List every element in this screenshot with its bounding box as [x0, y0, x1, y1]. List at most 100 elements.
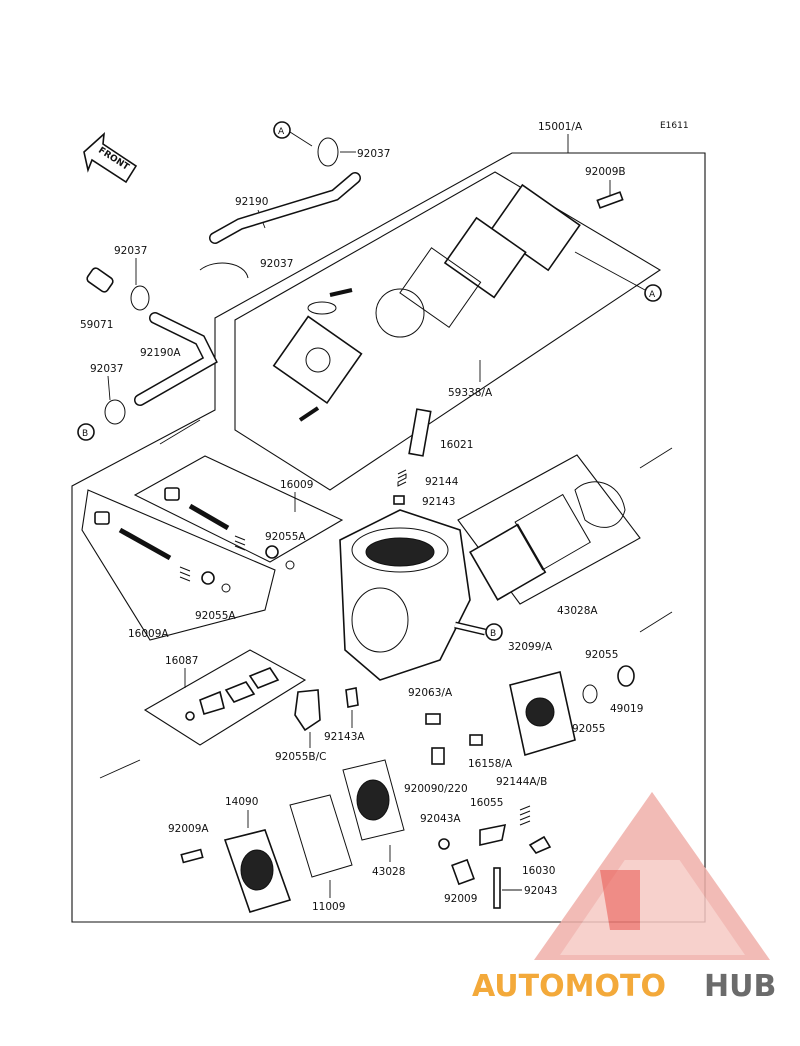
label-92055BC: 92055B/C — [275, 751, 326, 763]
label-59338A: 59338/A — [448, 387, 493, 399]
spring-92144AB — [519, 805, 531, 826]
oring-16009 — [265, 545, 279, 559]
screw-92063A — [425, 713, 441, 725]
label-11009: 11009 — [312, 901, 345, 913]
label-92144AB: 92144A/B — [496, 776, 547, 788]
label-16021: 16021 — [440, 439, 473, 451]
label-920090220: 920090/220 — [404, 783, 468, 795]
diaphragm-43028 — [342, 759, 405, 841]
diaphragm-center — [356, 779, 390, 821]
bracket-92055BC — [294, 689, 321, 732]
clamp-92037-top — [317, 137, 339, 167]
label-16158A: 16158/A — [468, 758, 513, 770]
label-14090: 14090 — [225, 796, 258, 808]
diagram-code: E1611 — [660, 121, 689, 131]
label-92063A: 92063/A — [408, 687, 453, 699]
pin-92143 — [393, 495, 405, 505]
pin-92043 — [493, 867, 501, 909]
spring-16009 — [234, 535, 246, 551]
top-cover-frame — [234, 171, 662, 491]
front-arrow-icon: FRONT — [83, 132, 138, 184]
needle-16009A — [118, 527, 172, 561]
callout-a-right — [644, 284, 662, 302]
watermark-logo — [534, 792, 770, 960]
screw-920090 — [431, 747, 445, 765]
label-92143: 92143 — [422, 496, 455, 508]
lever-16055 — [479, 823, 507, 847]
gasket-11009 — [289, 794, 353, 878]
dash-line — [639, 447, 673, 469]
gasket-43028A-1 — [469, 523, 547, 601]
label-92009B: 92009B — [585, 166, 626, 178]
oring-16009A — [201, 571, 215, 585]
label-92143A: 92143A — [324, 731, 365, 743]
needle-16021 — [408, 408, 432, 457]
clamp-92037-b — [104, 399, 126, 425]
label-92055: 92055 — [585, 649, 618, 661]
hose-inner — [135, 313, 216, 405]
label-16009: 16009 — [280, 479, 313, 491]
watermark-text-part2: HUB — [704, 969, 776, 1004]
label-92190A: 92190A — [140, 347, 181, 359]
label-92037-left: 92037 — [114, 245, 147, 257]
screw-kit-frame-16087 — [143, 649, 307, 746]
callout-a-right-text: A — [649, 290, 656, 300]
needle-kit-frame-16009 — [133, 455, 344, 563]
label-92055A: 92055A — [265, 531, 306, 543]
main-frame — [71, 152, 706, 923]
leader-line — [289, 131, 313, 147]
leader-line — [574, 251, 646, 291]
label-32099A: 32099/A — [508, 641, 553, 653]
cap-49019 — [617, 665, 635, 687]
spring-92144 — [397, 469, 407, 487]
callout-a-top — [273, 121, 291, 139]
diaphragm-43028A — [574, 481, 626, 528]
clamp-92037-left — [130, 285, 150, 311]
plate-16087-1 — [248, 667, 280, 689]
screw-cap-16009 — [164, 487, 180, 501]
label-92037-mid: 92037 — [260, 258, 293, 270]
label-59071: 59071 — [80, 319, 113, 331]
gasket-43028A-2 — [514, 493, 591, 571]
label-92037-top: 92037 — [357, 148, 390, 160]
label-92055-2: 92055 — [572, 723, 605, 735]
gasket-kit-frame — [457, 454, 641, 605]
label-92043: 92043 — [524, 885, 557, 897]
label-16087: 16087 — [165, 655, 198, 667]
dash-line — [99, 759, 141, 779]
label-16055: 16055 — [470, 797, 503, 809]
label-92190: 92190 — [235, 196, 268, 208]
bolt-92009A — [180, 848, 204, 864]
plate-16087-2 — [224, 681, 256, 703]
callout-a-text: A — [278, 127, 285, 137]
label-49019: 49019 — [610, 703, 643, 715]
callout-b-right-text: B — [490, 629, 496, 639]
label-16030: 16030 — [522, 865, 555, 877]
carburetor-body — [339, 509, 486, 681]
label-92144: 92144 — [425, 476, 459, 488]
pin-92143A — [345, 687, 359, 708]
label-92009: 92009 — [444, 893, 477, 905]
needle-16009 — [188, 503, 230, 531]
label-43028A: 43028A — [557, 605, 598, 617]
oring-small — [285, 560, 295, 570]
screw-head — [185, 711, 195, 721]
cover-hole — [525, 697, 555, 727]
screw-16158A — [469, 734, 483, 746]
label-92043A: 92043A — [420, 813, 461, 825]
plate-16087-3 — [199, 690, 225, 715]
oring-92055 — [582, 684, 598, 704]
hose-inner — [210, 173, 360, 243]
needle-kit-frame-16009A — [81, 489, 276, 641]
label-92037-b: 92037 — [90, 363, 123, 375]
pin-92043A — [438, 838, 450, 850]
clamp-92037-mid — [199, 262, 249, 279]
watermark-text-part1: AUTOMOTO — [472, 969, 666, 1004]
callout-b-left — [77, 423, 95, 441]
screw-cap-16009A — [94, 511, 110, 525]
cover-center — [240, 849, 274, 891]
pump-cover-assembly — [272, 183, 581, 422]
dash-line — [639, 611, 673, 633]
label-43028: 43028 — [372, 866, 405, 878]
